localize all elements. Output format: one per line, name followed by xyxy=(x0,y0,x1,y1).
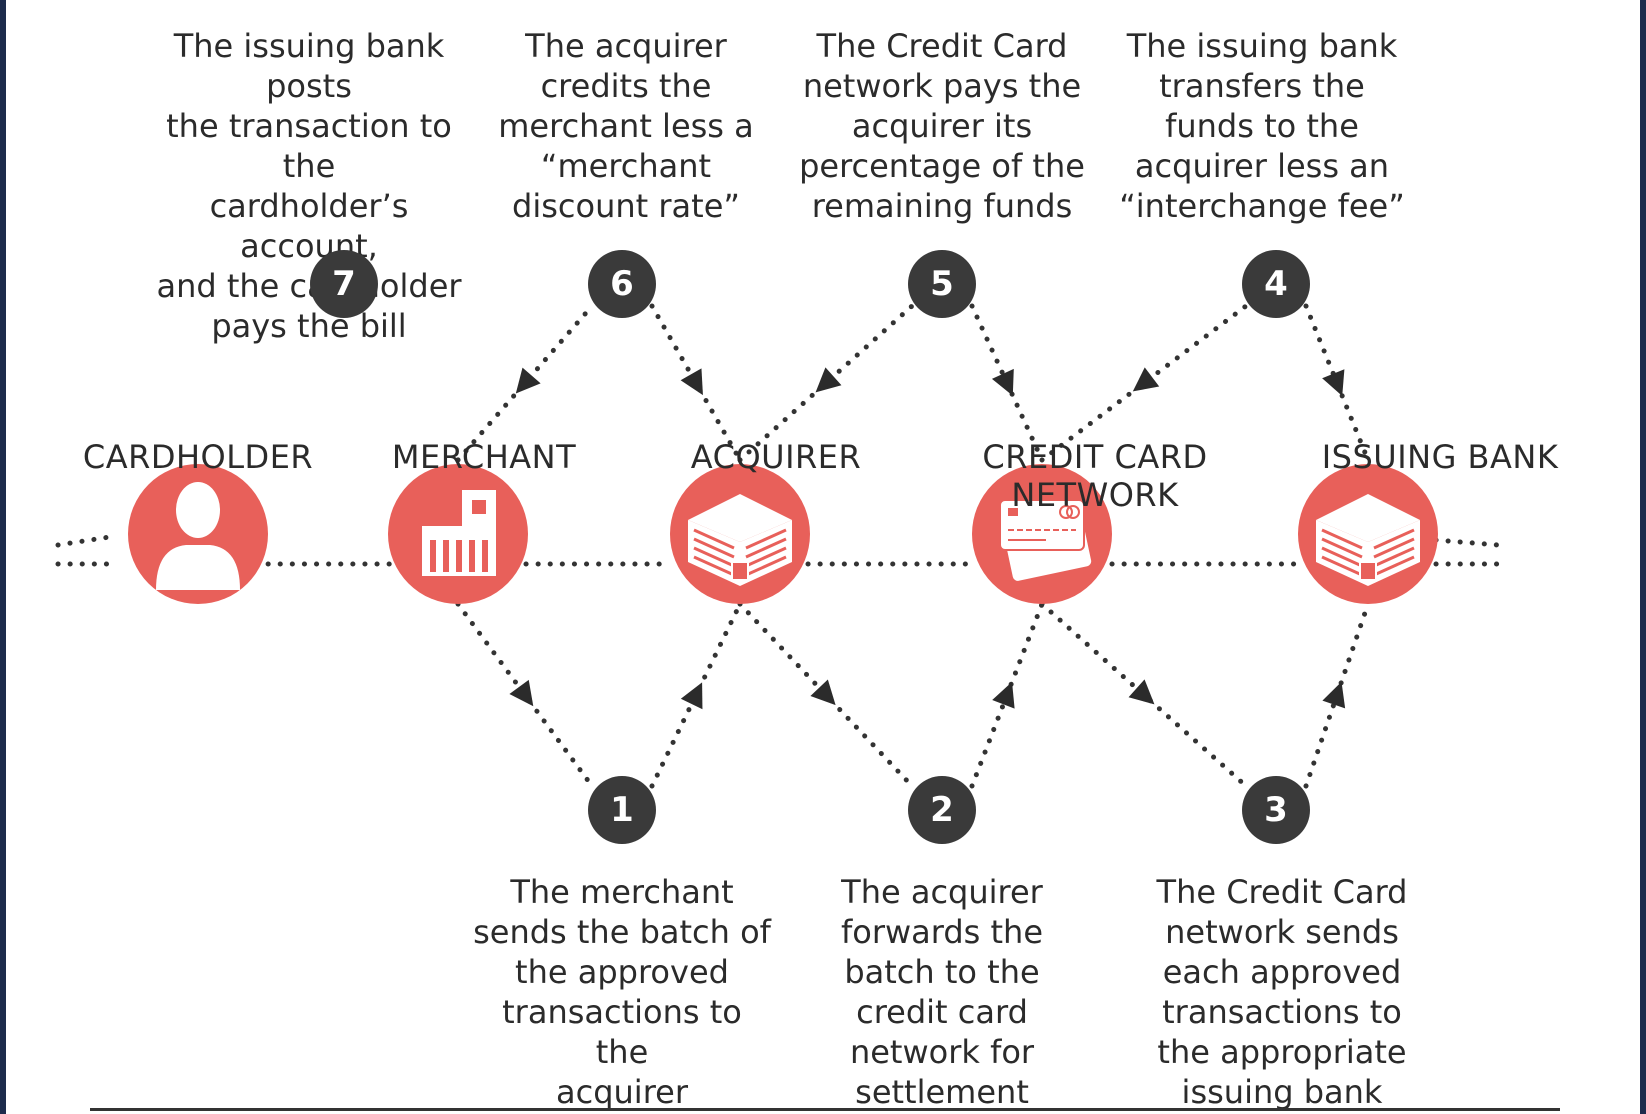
person-icon xyxy=(156,482,240,590)
step-6-badge: 6 xyxy=(588,250,656,318)
connector-left-top xyxy=(55,533,119,548)
step-3-badge: 3 xyxy=(1242,776,1310,844)
step-6-text: The acquirer credits the merchant less a… xyxy=(498,27,754,225)
path-network-to-3-arrow xyxy=(1128,679,1155,705)
step-2-text: The acquirer forwards the batch to the c… xyxy=(840,873,1044,1111)
path-5-to-acquirer-arrow xyxy=(815,367,842,393)
step-1-text: The merchant sends the batch of the appr… xyxy=(473,873,771,1111)
path-3-to-issuer-arrow xyxy=(1322,681,1346,709)
issuing-bank-icon xyxy=(1316,494,1420,586)
path-network-to-5-arrow xyxy=(991,368,1014,396)
storefront-icon xyxy=(422,490,496,576)
path-4-to-network-arrow xyxy=(1132,367,1160,392)
network-label: CREDIT CARD NETWORK xyxy=(982,438,1208,514)
path-merchant-to-1 xyxy=(455,601,595,789)
step-2-badge: 2 xyxy=(908,776,976,844)
step-5-badge: 5 xyxy=(908,250,976,318)
flow-diagram xyxy=(55,303,1501,789)
path-5-to-acquirer xyxy=(737,303,915,463)
step-7-text: The issuing bank posts the transaction t… xyxy=(156,27,461,345)
path-issuer-to-4-arrow xyxy=(1322,369,1345,396)
path-6-to-merchant xyxy=(455,303,595,463)
bottom-rule xyxy=(90,1108,1560,1111)
path-2-to-network-arrow xyxy=(992,681,1015,709)
step-5-text: The Credit Card network pays the acquire… xyxy=(799,27,1085,225)
step-4-badge: 4 xyxy=(1242,250,1310,318)
path-merchant-to-1-arrow xyxy=(509,679,534,707)
acquirer-bank-icon xyxy=(688,494,792,586)
diagram-canvas: The issuing bank posts the transaction t… xyxy=(6,0,1640,1114)
step-3-text: The Credit Card network sends each appro… xyxy=(1156,873,1408,1111)
path-1-to-acquirer xyxy=(649,601,743,789)
step-7-badge: 7 xyxy=(310,250,378,318)
path-6-to-merchant-arrow xyxy=(515,367,541,394)
path-acquirer-to-6-arrow xyxy=(680,368,703,396)
cardholder-label: CARDHOLDER xyxy=(82,438,314,476)
step-1-badge: 1 xyxy=(588,776,656,844)
path-network-to-3 xyxy=(1039,601,1249,789)
path-acquirer-to-2-arrow xyxy=(810,679,836,706)
acquirer-label: ACQUIRER xyxy=(690,438,862,476)
path-1-to-acquirer-arrow xyxy=(680,682,703,710)
credit-card-icon xyxy=(999,499,1092,581)
step-4-text: The issuing bank transfers the funds to … xyxy=(1119,27,1405,225)
issuing-bank-label: ISSUING BANK xyxy=(1321,438,1559,476)
connector-right-top xyxy=(1433,537,1501,548)
merchant-label: MERCHANT xyxy=(391,438,577,476)
